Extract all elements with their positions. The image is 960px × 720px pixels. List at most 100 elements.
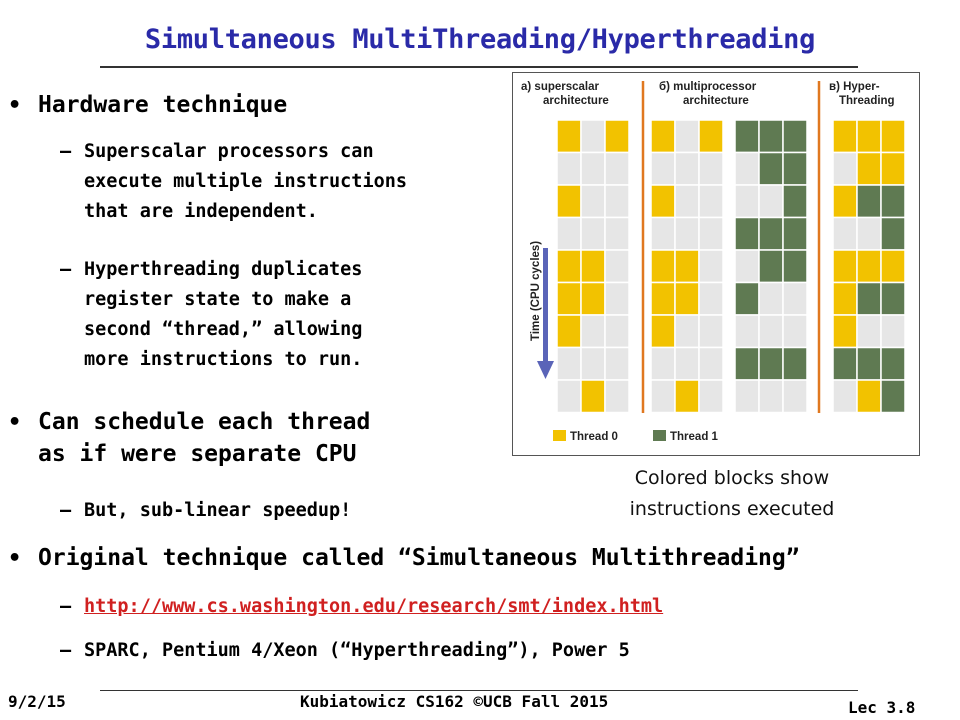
instruction-block	[650, 151, 676, 186]
figure-caption: Colored blocks show instructions execute…	[580, 463, 884, 525]
instruction-block	[604, 184, 630, 219]
instruction-block	[734, 249, 760, 284]
panel-c-label: в) Hyper-	[829, 81, 880, 93]
instruction-block	[782, 314, 808, 349]
instruction-block	[832, 184, 858, 219]
instruction-block	[580, 151, 606, 186]
instruction-block	[674, 216, 700, 251]
instruction-block	[580, 346, 606, 381]
multiprocessor-cpu1-grid	[650, 119, 724, 414]
instruction-block	[698, 346, 724, 381]
subbullet-line: But, sub-linear speedup!	[84, 500, 352, 521]
instruction-block	[832, 249, 858, 284]
instruction-block	[580, 249, 606, 284]
instruction-block	[734, 184, 760, 219]
panel-b-label-2: architecture	[683, 95, 749, 107]
instruction-block	[698, 216, 724, 251]
instruction-block	[734, 216, 760, 251]
instruction-block	[604, 119, 630, 154]
instruction-block	[856, 249, 882, 284]
smt-research-link[interactable]: http://www.cs.washington.edu/research/sm…	[84, 596, 664, 617]
instruction-block	[734, 119, 760, 154]
instruction-block	[698, 119, 724, 154]
bullet-text: as if were separate CPU	[38, 441, 357, 467]
instruction-block	[650, 216, 676, 251]
instruction-block	[698, 379, 724, 414]
instruction-block	[734, 379, 760, 414]
caption-line: Colored blocks show	[634, 467, 830, 489]
instruction-block	[580, 379, 606, 414]
instruction-block	[734, 346, 760, 381]
instruction-block	[758, 184, 784, 219]
instruction-block	[674, 249, 700, 284]
instruction-block	[758, 151, 784, 186]
subbullet-line: Hyperthreading duplicates	[84, 259, 363, 280]
instruction-block	[698, 249, 724, 284]
instruction-block	[604, 249, 630, 284]
bullet-schedule-thread: • Can schedule each thread as if were se…	[0, 407, 500, 469]
legend-thread1-label: Thread 1	[670, 431, 719, 443]
instruction-block	[832, 119, 858, 154]
instruction-block	[758, 314, 784, 349]
instruction-block	[856, 281, 882, 316]
instruction-block	[758, 216, 784, 251]
instruction-block	[832, 216, 858, 251]
dash-mark: –	[60, 640, 72, 661]
instruction-block	[674, 119, 700, 154]
footer-date: 9/2/15	[8, 692, 66, 711]
bullet-text: Can schedule each thread	[38, 409, 371, 435]
instruction-block	[556, 151, 582, 186]
instruction-block	[782, 119, 808, 154]
instruction-block	[604, 314, 630, 349]
instruction-block	[674, 281, 700, 316]
instruction-block	[782, 281, 808, 316]
instruction-block	[580, 216, 606, 251]
instruction-block	[604, 216, 630, 251]
block-grids	[556, 119, 906, 414]
instruction-block	[674, 151, 700, 186]
instruction-block	[856, 216, 882, 251]
instruction-block	[556, 184, 582, 219]
instruction-block	[782, 379, 808, 414]
instruction-block	[556, 314, 582, 349]
dash-mark: –	[60, 141, 72, 162]
instruction-block	[604, 379, 630, 414]
subbullet-processors: – SPARC, Pentium 4/Xeon (“Hyperthreading…	[0, 636, 940, 666]
instruction-block	[734, 281, 760, 316]
instruction-block	[580, 314, 606, 349]
instruction-block	[650, 314, 676, 349]
instruction-block	[856, 314, 882, 349]
subbullet-hyperthreading: – Hyperthreading duplicates register sta…	[0, 255, 500, 385]
legend-thread1-swatch	[653, 430, 666, 441]
instruction-block	[880, 314, 906, 349]
bullet-hardware-technique: • Hardware technique	[0, 90, 500, 121]
execution-diagram: a) superscalar architecture б) multiproc…	[512, 72, 920, 456]
instruction-block	[880, 216, 906, 251]
instruction-block	[698, 314, 724, 349]
instruction-block	[856, 151, 882, 186]
instruction-block	[782, 184, 808, 219]
instruction-block	[556, 119, 582, 154]
instruction-block	[556, 379, 582, 414]
instruction-block	[832, 281, 858, 316]
instruction-block	[782, 346, 808, 381]
panel-dividers	[641, 81, 821, 413]
instruction-block	[782, 216, 808, 251]
instruction-block	[698, 151, 724, 186]
instruction-block	[758, 281, 784, 316]
superscalar-grid	[556, 119, 630, 414]
bullet-mark: •	[8, 410, 22, 435]
instruction-block	[556, 216, 582, 251]
instruction-block	[758, 249, 784, 284]
instruction-block	[674, 346, 700, 381]
dash-mark: –	[60, 596, 72, 617]
instruction-block	[650, 119, 676, 154]
bullet-mark: •	[8, 93, 22, 118]
instruction-block	[650, 184, 676, 219]
subbullet-line: Superscalar processors can	[84, 141, 374, 162]
instruction-block	[674, 379, 700, 414]
subbullet-line: second “thread,” allowing	[84, 319, 363, 340]
slide-title: Simultaneous MultiThreading/Hyperthreadi…	[144, 24, 816, 55]
title-underline	[100, 66, 858, 68]
instruction-block	[650, 249, 676, 284]
